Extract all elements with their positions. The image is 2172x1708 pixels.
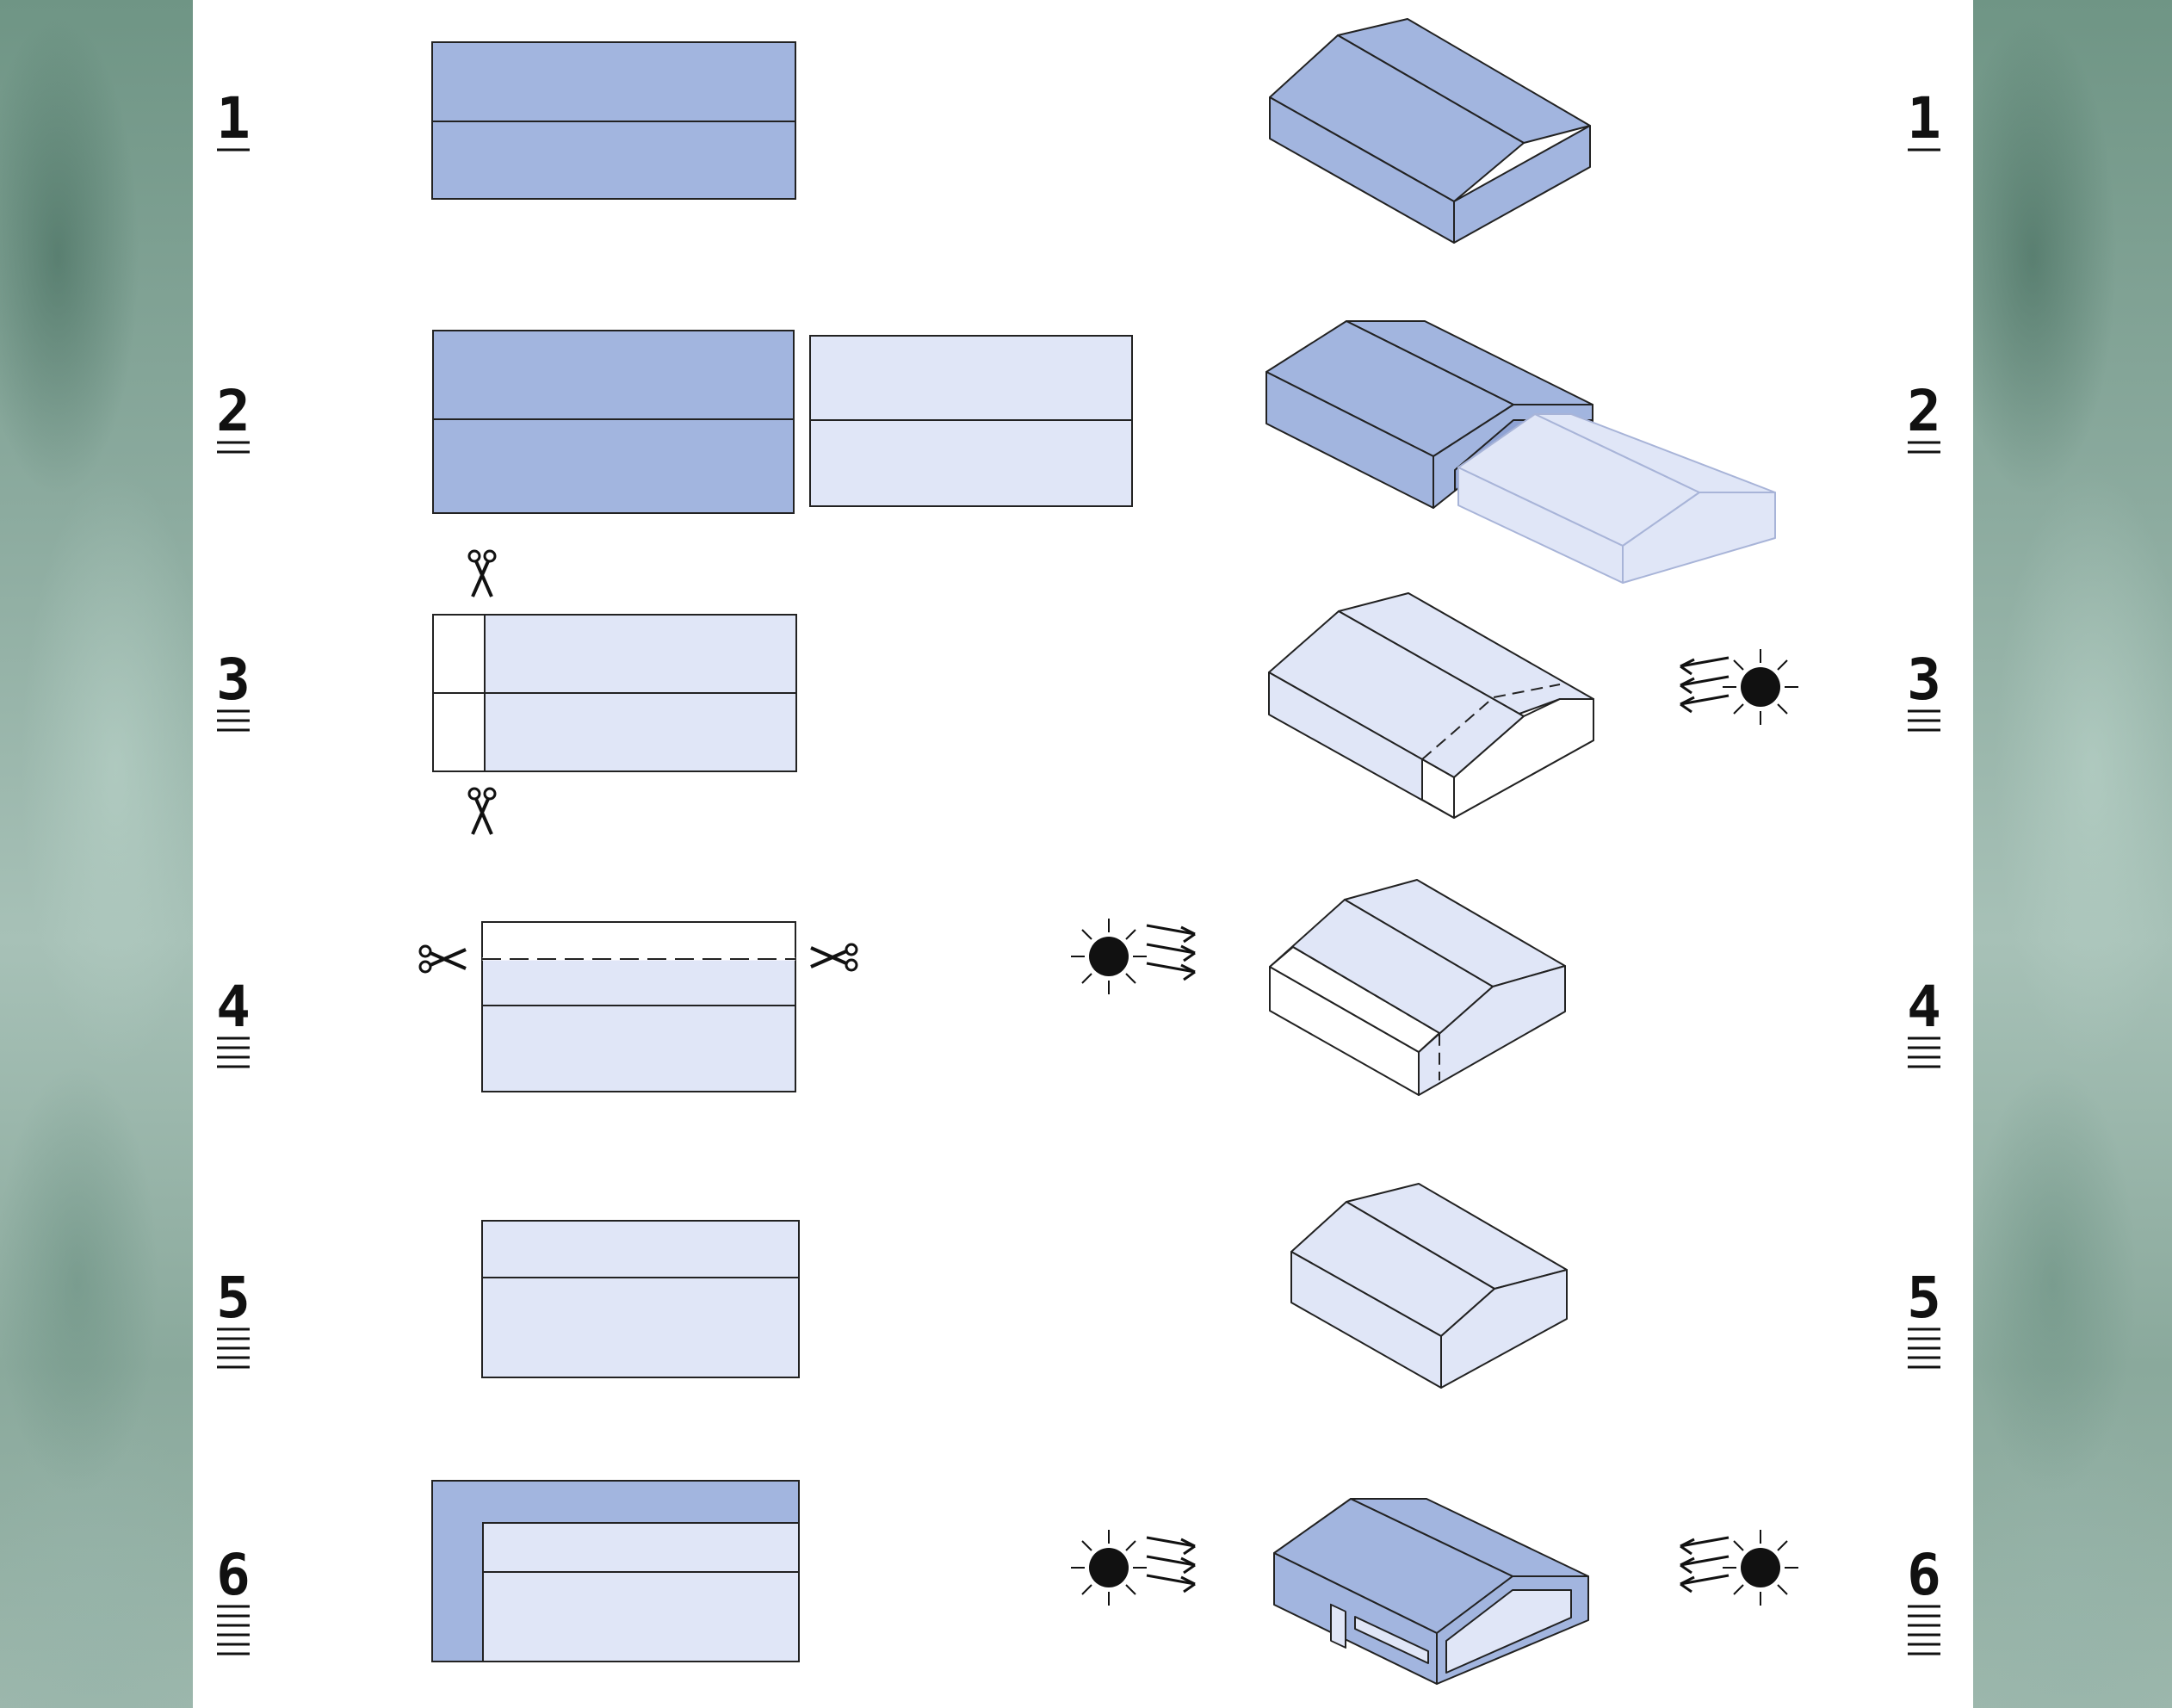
step-number: 4 — [216, 974, 251, 1040]
step-number: 2 — [1907, 378, 1941, 444]
step-number: 6 — [1907, 1542, 1941, 1608]
right-background-texture — [1973, 0, 2172, 1708]
step-label-left-3: 3 — [216, 647, 251, 732]
scissors-icon — [809, 943, 858, 972]
step-number: 2 — [216, 378, 251, 444]
step-6-plan — [431, 1480, 800, 1662]
step-label-left-5: 5 — [216, 1265, 251, 1369]
step-5-volume — [1290, 1183, 1568, 1389]
step-6-volume — [1273, 1498, 1589, 1685]
step-3-volume — [1268, 592, 1594, 819]
step-label-right-1: 1 — [1907, 85, 1941, 152]
step-1-volume — [1269, 18, 1591, 244]
left-background-texture — [0, 0, 193, 1708]
step-label-left-2: 2 — [216, 378, 251, 454]
scissors-icon — [467, 549, 497, 598]
step-label-left-1: 1 — [216, 85, 251, 152]
step-number: 6 — [216, 1542, 251, 1608]
step-labels: 1 1 2 2 3 3 4 4 5 5 6 6 — [216, 85, 1941, 1655]
step-number: 5 — [216, 1265, 251, 1331]
step-4-volume — [1269, 879, 1566, 1096]
step-label-right-2: 2 — [1907, 378, 1941, 454]
step-number: 5 — [1907, 1265, 1941, 1331]
arrow-icon — [1679, 656, 1730, 714]
step-label-right-3: 3 — [1907, 647, 1941, 732]
door-icon — [1330, 1603, 1346, 1649]
sun-icon — [1070, 918, 1148, 995]
step-2-volume — [1265, 320, 1776, 584]
step-number: 1 — [216, 85, 251, 152]
step-3-plan — [432, 549, 797, 836]
step-label-left-6: 6 — [216, 1542, 251, 1655]
step-5-plan — [481, 1220, 800, 1378]
sun-icon — [1070, 1529, 1148, 1606]
window-icon — [1354, 1616, 1429, 1664]
step-2-plan — [432, 330, 1133, 514]
step-number: 1 — [1907, 85, 1941, 152]
step-label-right-4: 4 — [1907, 974, 1941, 1068]
scissors-icon — [467, 787, 497, 836]
arrow-icon — [1145, 924, 1197, 981]
step-number: 3 — [216, 647, 251, 713]
step-1-plan — [431, 41, 796, 200]
step-4-plan — [418, 921, 858, 1092]
arrow-icon — [1145, 1536, 1197, 1594]
step-label-right-5: 5 — [1907, 1265, 1941, 1369]
scissors-icon — [418, 944, 467, 974]
sun-icon — [1722, 648, 1799, 726]
step-number: 3 — [1907, 647, 1941, 713]
sun-icon — [1722, 1529, 1799, 1606]
step-label-right-6: 6 — [1907, 1542, 1941, 1655]
step-number: 4 — [1907, 974, 1941, 1040]
step-label-left-4: 4 — [216, 974, 251, 1068]
arrow-icon — [1679, 1536, 1730, 1594]
